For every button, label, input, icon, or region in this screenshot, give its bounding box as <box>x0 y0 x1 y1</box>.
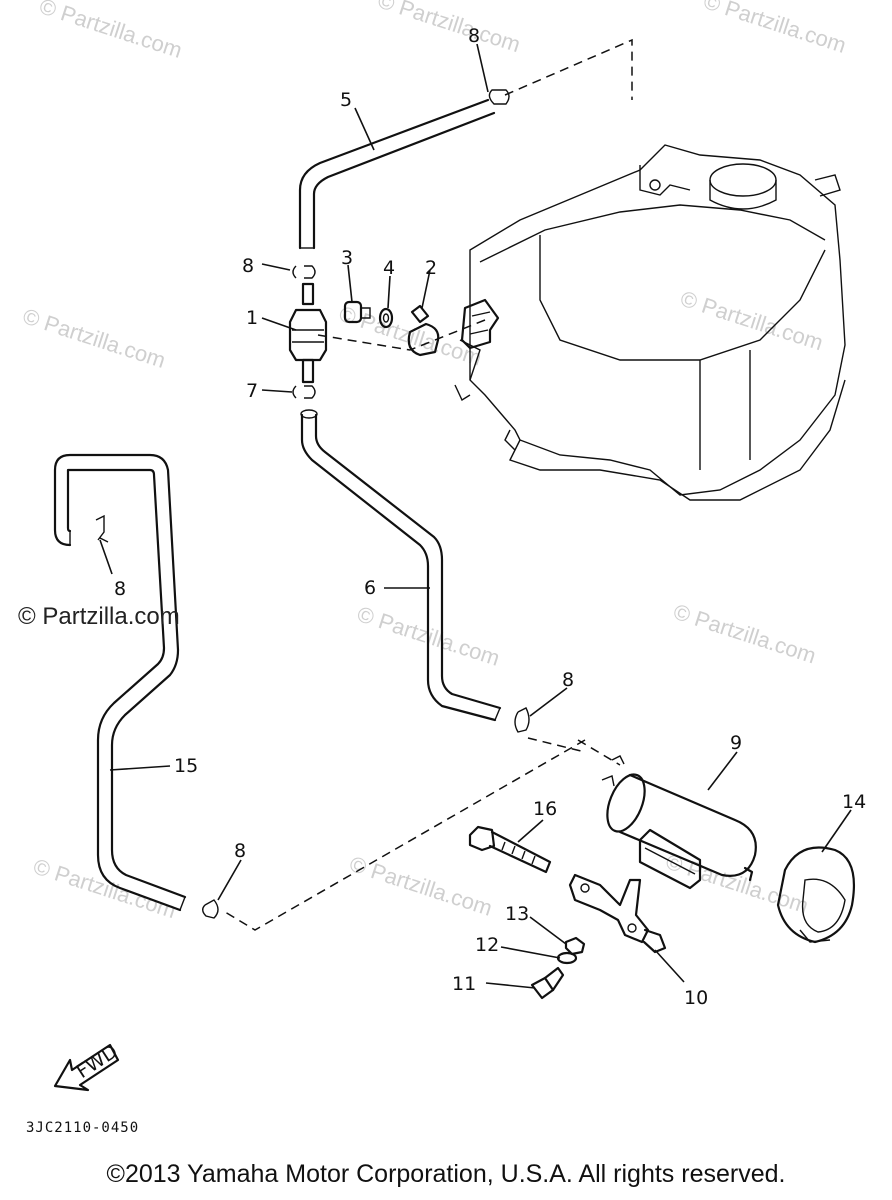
watermark-text: © Partzilla.com <box>18 603 180 630</box>
watermark: © Partzilla.com <box>347 851 496 921</box>
routing-line <box>504 38 633 100</box>
callout-7: 7 <box>246 380 258 402</box>
fwd-label: FWD <box>73 1040 122 1083</box>
fuel-filter <box>288 282 328 384</box>
routing-line <box>577 739 621 766</box>
callout-8: 8 <box>114 578 126 600</box>
pump-bracket <box>568 873 667 954</box>
copyright-notice: ©2013 Yamaha Motor Corporation, U.S.A. A… <box>106 1160 786 1188</box>
callout-13: 13 <box>505 903 529 925</box>
watermark: © Partzilla.com <box>701 0 850 58</box>
clip <box>202 899 219 919</box>
clip <box>488 89 510 105</box>
callout-9: 9 <box>730 732 742 754</box>
callout-4: 4 <box>383 257 395 279</box>
diagram-code: 3JC2110-0450 <box>26 1120 140 1136</box>
forward-arrow: FWD <box>53 1040 122 1092</box>
nut <box>564 936 586 956</box>
callout-8: 8 <box>468 25 480 47</box>
routing-line <box>317 317 491 351</box>
callout-3: 3 <box>341 247 353 269</box>
fuel-pump <box>601 755 757 890</box>
watermark: © Partzilla.com <box>30 854 179 924</box>
tank-bracket <box>460 298 500 350</box>
watermark: © Partzilla.com <box>670 599 819 669</box>
callout-12: 12 <box>475 934 499 956</box>
callout-6: 6 <box>364 577 376 599</box>
clip <box>514 707 530 733</box>
hose-15 <box>53 453 187 912</box>
callout-8: 8 <box>234 840 246 862</box>
pump-cover <box>776 846 856 944</box>
washer <box>378 307 394 329</box>
callout-16: 16 <box>533 798 557 820</box>
hose-5 <box>298 98 496 250</box>
fuel-tank <box>454 144 846 501</box>
clip <box>292 385 316 399</box>
callout-14: 14 <box>842 791 866 813</box>
routing-line <box>224 739 586 931</box>
callout-10: 10 <box>684 987 708 1009</box>
grommet <box>343 300 371 324</box>
watermark: © Partzilla.com <box>375 0 524 57</box>
clip <box>95 514 109 543</box>
callout-15: 15 <box>174 755 198 777</box>
callout-8: 8 <box>562 669 574 691</box>
callout-5: 5 <box>340 89 352 111</box>
filter-holder <box>407 304 440 357</box>
callout-8: 8 <box>242 255 254 277</box>
screw <box>530 966 565 1000</box>
watermark: © Partzilla.com <box>36 0 185 63</box>
callout-11: 11 <box>452 973 476 995</box>
hose-6 <box>300 409 502 722</box>
callout-1: 1 <box>246 307 258 329</box>
watermark: © Partzilla.com <box>678 286 827 356</box>
routing-line <box>527 737 586 753</box>
bolt <box>468 825 552 874</box>
callout-2: 2 <box>425 257 437 279</box>
watermark: © Partzilla.com <box>20 303 169 373</box>
clip <box>292 265 316 279</box>
